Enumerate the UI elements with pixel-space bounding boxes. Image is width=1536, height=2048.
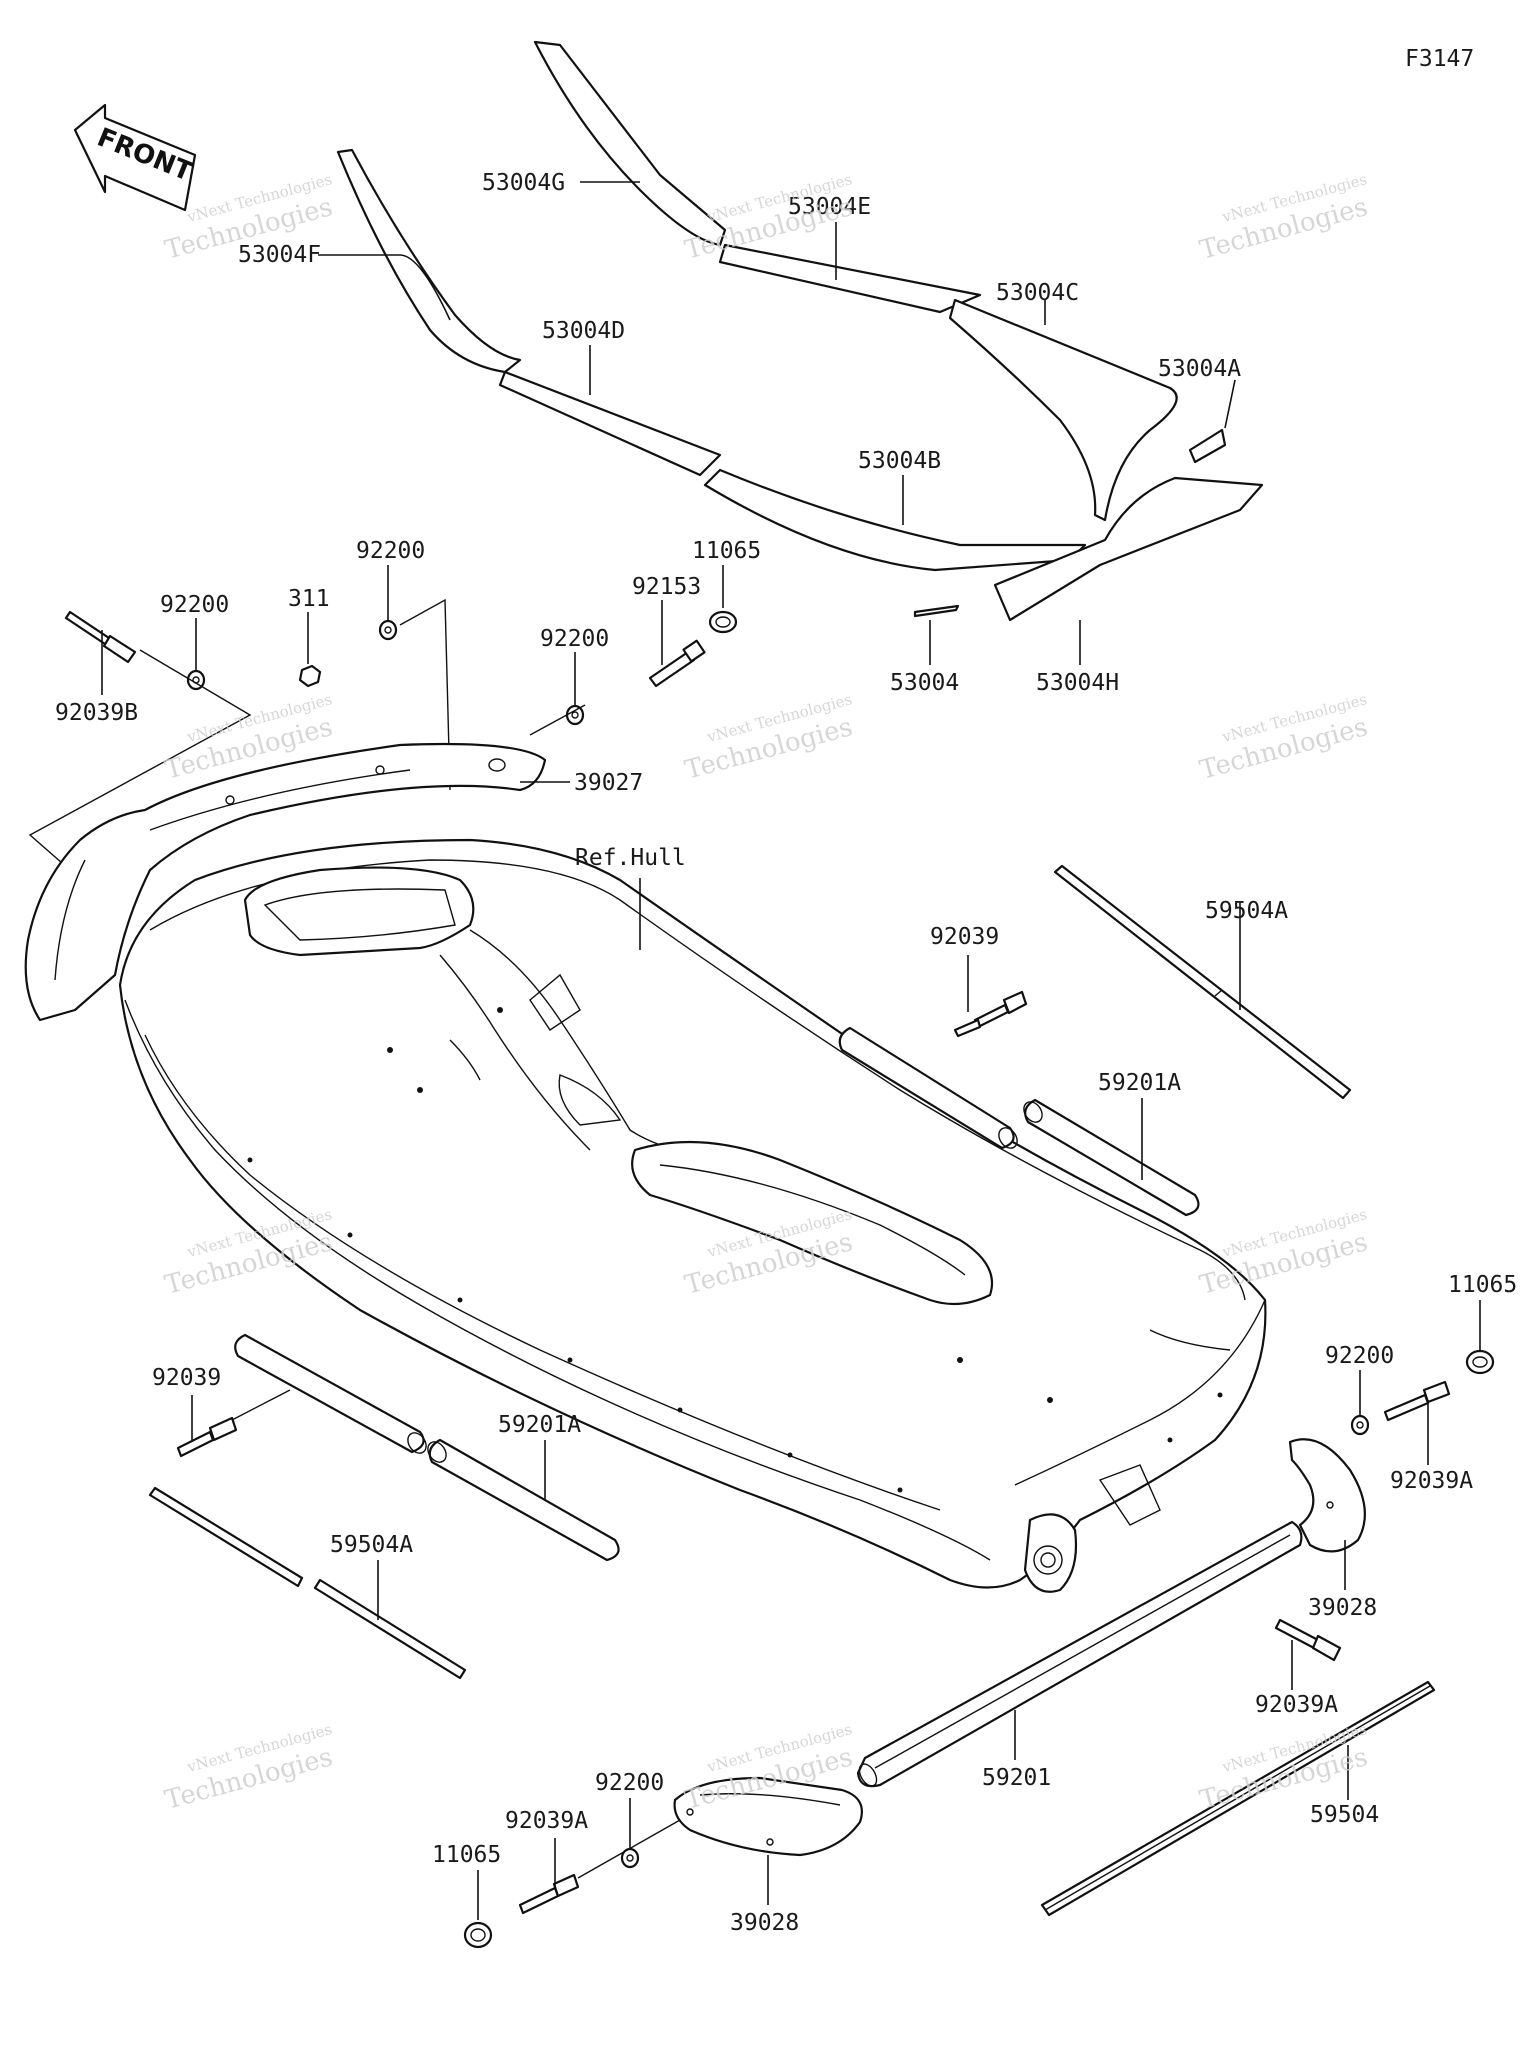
label-59201: 59201 [982, 1765, 1051, 1791]
rivet-92039B [64, 610, 137, 664]
rail-59504 [1040, 1680, 1436, 1917]
label-53004: 53004 [890, 670, 959, 696]
label-92039B: 92039B [55, 700, 138, 726]
rivet-92039A-right-lower [1274, 1618, 1342, 1662]
label-53004G: 53004G [482, 170, 565, 196]
label-92039A-bottom: 92039A [505, 1808, 588, 1834]
label-39028-bottom: 39028 [730, 1910, 799, 1936]
mat-53004F [336, 148, 522, 374]
mat-53004C [948, 298, 1178, 522]
rail-59201 [856, 1520, 1303, 1788]
mat-53004B [703, 468, 1087, 572]
label-53004D: 53004D [542, 318, 625, 344]
mat-53004E [718, 243, 982, 314]
label-53004A: 53004A [1158, 356, 1241, 382]
cap-11065-top [708, 610, 738, 634]
label-11065-top: 11065 [692, 538, 761, 564]
bumper-39027 [24, 742, 547, 1022]
label-59504: 59504 [1310, 1802, 1379, 1828]
cap-11065-right [1465, 1349, 1495, 1375]
rail-59504A-left-lower [313, 1578, 467, 1680]
washer-92200-mid [565, 704, 585, 726]
label-92200-bottom: 92200 [595, 1770, 664, 1796]
nut-311 [298, 664, 322, 688]
label-92039A-right: 92039A [1390, 1468, 1473, 1494]
label-53004B: 53004B [858, 448, 941, 474]
mat-53004 [913, 604, 960, 618]
bolt-92153 [648, 639, 706, 688]
label-59504A-right: 59504A [1205, 898, 1288, 924]
mat-53004G [533, 40, 727, 247]
label-92200-left: 92200 [160, 592, 229, 618]
front-arrow-icon: FRONT [73, 103, 197, 212]
label-ref-hull: Ref.Hull [575, 845, 686, 871]
label-92200-mid: 92200 [540, 626, 609, 652]
rivet-92039A-right-upper [1383, 1380, 1451, 1422]
label-11065-bottom: 11065 [432, 1842, 501, 1868]
cap-11065-bottom [463, 1921, 493, 1949]
label-92039-left: 92039 [152, 1365, 221, 1391]
label-92039-right: 92039 [930, 924, 999, 950]
tube-59201A-right-lower [1023, 1098, 1200, 1217]
figure-code: F3147 [1405, 46, 1474, 72]
label-92039A-lower: 92039A [1255, 1692, 1338, 1718]
label-92200-top: 92200 [356, 538, 425, 564]
corner-39028-bottom [673, 1776, 863, 1857]
washer-92200-right [1350, 1414, 1370, 1436]
washer-92200-top [378, 619, 398, 641]
tube-59201A-left-upper [234, 1333, 427, 1454]
label-39027: 39027 [574, 770, 643, 796]
label-92153: 92153 [632, 574, 701, 600]
deck-mat-set [336, 40, 1264, 622]
mat-53004D [498, 370, 722, 477]
mat-53004A [1188, 428, 1227, 464]
label-311: 311 [288, 586, 330, 612]
label-59201A-right: 59201A [1098, 1070, 1181, 1096]
label-53004H: 53004H [1036, 670, 1119, 696]
label-53004F: 53004F [238, 242, 321, 268]
rivet-92039A-bottom [518, 1873, 580, 1915]
label-53004C: 53004C [996, 280, 1079, 306]
mat-53004H [993, 476, 1264, 622]
label-59201A-left: 59201A [498, 1412, 581, 1438]
hull-body [118, 838, 1267, 1593]
rivet-92039-left [176, 1416, 238, 1458]
label-39028-right: 39028 [1308, 1595, 1377, 1621]
tube-59201A-right-upper [838, 1026, 1018, 1150]
label-59504A-left: 59504A [330, 1532, 413, 1558]
corner-39028-right [1288, 1438, 1366, 1553]
label-53004E: 53004E [788, 194, 871, 220]
label-11065-right: 11065 [1448, 1272, 1517, 1298]
label-92200-right: 92200 [1325, 1343, 1394, 1369]
rail-59504A-right [1053, 864, 1352, 1100]
rivet-92039-right [953, 990, 1028, 1038]
rail-59504A-left-upper [148, 1486, 304, 1588]
tube-59201A-left-lower [427, 1438, 620, 1562]
